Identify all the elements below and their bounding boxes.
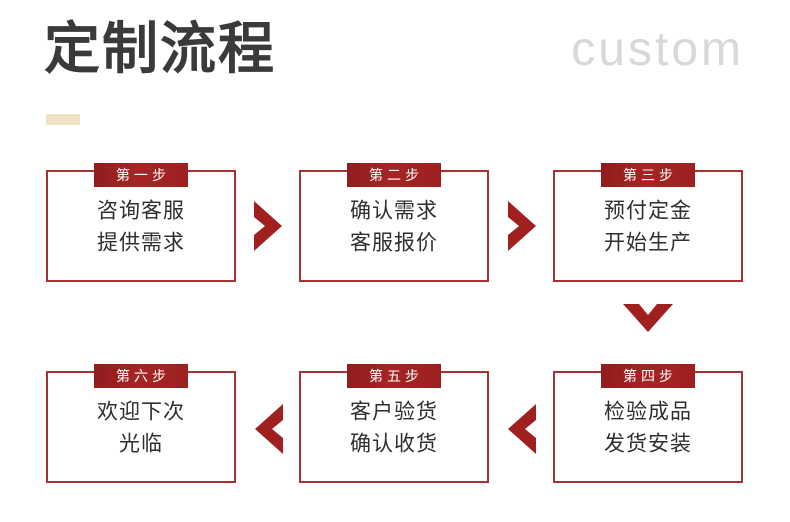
step-line-1b: 提供需求 <box>97 231 185 255</box>
step-badge-1: 第一步 <box>94 163 188 187</box>
page-subtitle: custom <box>571 23 744 76</box>
step-body-5: 客户验货 确认收货 <box>301 396 487 460</box>
step-box-6[interactable]: 第六步 欢迎下次 光临 <box>46 364 236 483</box>
step-line-2a: 确认需求 <box>350 199 438 223</box>
step-body-3: 预付定金 开始生产 <box>555 195 741 259</box>
title-underline-accent <box>46 114 80 125</box>
step-line-5a: 客户验货 <box>350 400 438 424</box>
chevron-left-icon <box>504 402 538 456</box>
step-box-4[interactable]: 第四步 检验成品 发货安装 <box>553 364 743 483</box>
step-line-3b: 开始生产 <box>604 231 692 255</box>
step-line-4b: 发货安装 <box>604 432 692 456</box>
step-body-6: 欢迎下次 光临 <box>48 396 234 460</box>
step-badge-6: 第六步 <box>94 364 188 388</box>
step-line-1a: 咨询客服 <box>97 199 185 223</box>
step-box-5[interactable]: 第五步 客户验货 确认收货 <box>299 364 489 483</box>
step-body-1: 咨询客服 提供需求 <box>48 195 234 259</box>
step-line-2b: 客服报价 <box>350 231 438 255</box>
step-badge-3: 第三步 <box>601 163 695 187</box>
step-box-3[interactable]: 第三步 预付定金 开始生产 <box>553 163 743 282</box>
chevron-down-icon <box>621 302 675 336</box>
step-line-6b: 光临 <box>119 432 163 456</box>
step-line-6a: 欢迎下次 <box>97 400 185 424</box>
step-line-4a: 检验成品 <box>604 400 692 424</box>
page-title: 定制流程 <box>44 17 276 80</box>
step-body-2: 确认需求 客服报价 <box>301 195 487 259</box>
step-line-5b: 确认收货 <box>350 432 438 456</box>
step-body-4: 检验成品 发货安装 <box>555 396 741 460</box>
step-box-1[interactable]: 第一步 咨询客服 提供需求 <box>46 163 236 282</box>
step-box-2[interactable]: 第二步 确认需求 客服报价 <box>299 163 489 282</box>
chevron-right-icon <box>506 199 540 253</box>
step-badge-5: 第五步 <box>347 364 441 388</box>
chevron-right-icon <box>252 199 286 253</box>
step-badge-2: 第二步 <box>347 163 441 187</box>
step-badge-4: 第四步 <box>601 364 695 388</box>
step-line-3a: 预付定金 <box>604 199 692 223</box>
chevron-left-icon <box>251 402 285 456</box>
